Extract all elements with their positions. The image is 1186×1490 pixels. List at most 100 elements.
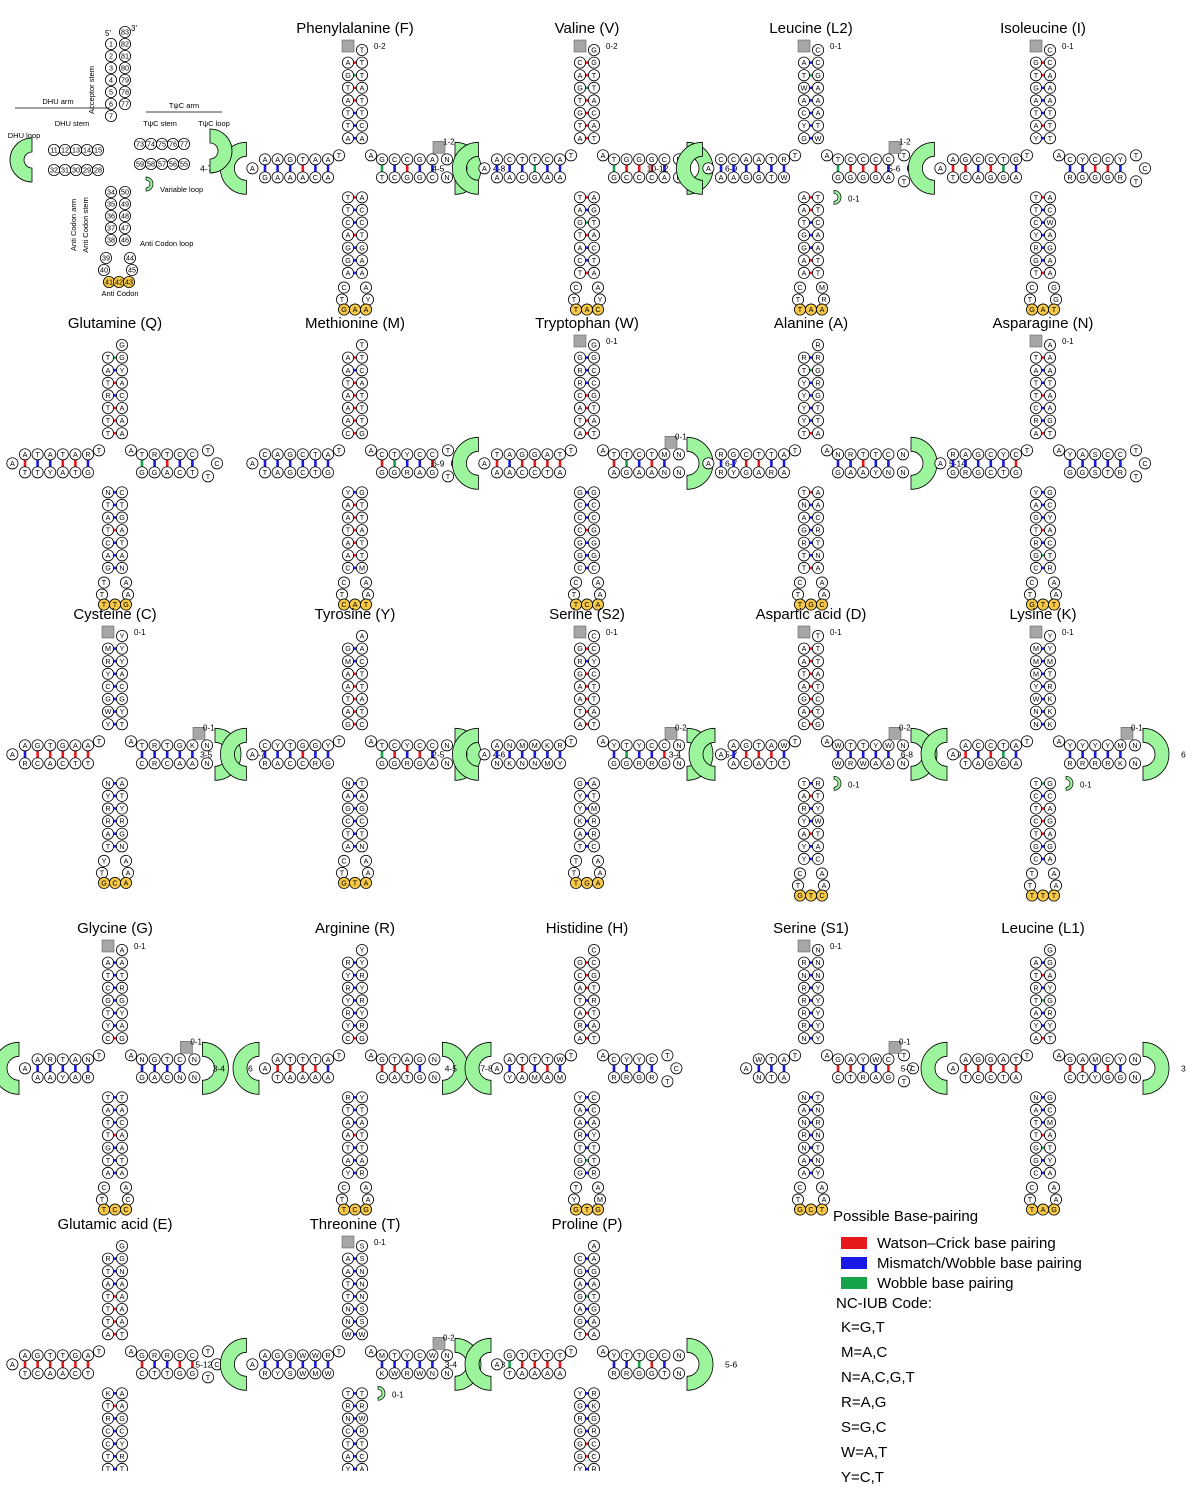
nucleotide-letter: C: [359, 206, 364, 215]
nucleotide-letter: C: [591, 109, 596, 118]
nucleotide-letter: A: [360, 792, 365, 801]
nucleotide-letter: T: [380, 741, 385, 750]
nucleotide-letter: 36: [107, 212, 115, 221]
nucleotide-letter: T: [951, 173, 956, 182]
nucleotide-letter: T: [782, 759, 787, 768]
nucleotide-letter: 3: [109, 64, 113, 73]
nucleotide-letter: 29: [83, 166, 91, 175]
nucleotide-letter: C: [105, 983, 110, 992]
nucleotide-letter: A: [430, 759, 435, 768]
nucleotide-letter: R: [591, 1427, 596, 1436]
nucleotide-letter: T: [558, 450, 563, 459]
nucleotide-letter: Y: [346, 1465, 351, 1471]
nucleotide-letter: R: [105, 1254, 110, 1263]
nucleotide-letter: T: [1048, 109, 1053, 118]
nucleotide-letter: T: [360, 404, 365, 413]
nucleotide-letter: A: [495, 173, 500, 182]
nucleotide-circle: [588, 94, 601, 107]
nucleotide-letter: G: [417, 1073, 423, 1082]
nucleotide-letter: A: [1014, 759, 1019, 768]
nucleotide-circle: [341, 191, 354, 204]
nucleotide-letter: G: [1047, 958, 1053, 967]
trna-title: Threonine (T): [309, 1216, 401, 1233]
nucleotide-letter: G: [577, 83, 583, 92]
nucleotide-letter: T: [190, 468, 195, 477]
nucleotide-letter: T: [902, 1077, 907, 1086]
nucleotide-letter: Y: [592, 657, 597, 666]
nucleotide-letter: C: [105, 1034, 110, 1043]
nucleotide-letter: A: [1048, 341, 1053, 350]
nucleotide-letter: A: [1048, 1131, 1053, 1140]
nucleotide-circle: [620, 171, 633, 184]
nucleotide-letter: 14: [83, 146, 91, 155]
nucleotide-letter: C: [1029, 1183, 1034, 1192]
nucleotide-letter: T: [578, 707, 583, 716]
nucleotide-letter: G: [1033, 1143, 1039, 1152]
nucleotide-letter: C: [60, 759, 65, 768]
nucleotide-letter: A: [1048, 193, 1053, 202]
annotation-label: TψC loop: [198, 119, 230, 128]
nucleotide-letter: C: [1047, 58, 1052, 67]
nucleotide-letter: T: [106, 416, 111, 425]
nucleotide-letter: A: [578, 682, 583, 691]
nucleotide-circle: [284, 171, 297, 184]
nucleotide-circle: [116, 389, 129, 402]
annotation-label: 0-1: [1062, 42, 1074, 51]
annotation-label: 0-1: [134, 942, 146, 951]
nucleotide-letter: A: [578, 1034, 583, 1043]
nucleotide-letter: Y: [120, 366, 125, 375]
nucleotide-letter: G: [101, 879, 107, 888]
nucleotide-letter: A: [822, 590, 827, 599]
nucleotide-letter: A: [366, 869, 371, 878]
nucleotide-circle: [1030, 203, 1043, 216]
nucleotide-circle: [812, 241, 825, 254]
nucleotide-letter: A: [816, 96, 821, 105]
nucleotide-circle: [102, 498, 115, 511]
nucleotide-letter: A: [360, 256, 365, 265]
nucleotide-letter: A: [816, 488, 821, 497]
nucleotide-letter: C: [520, 173, 525, 182]
nucleotide-letter: G: [577, 644, 583, 653]
nucleotide-circle: [341, 254, 354, 267]
nucleotide-letter: G: [105, 564, 111, 573]
nucleotide-letter: T: [798, 305, 803, 314]
nucleotide-letter: Y: [346, 971, 351, 980]
nucleotide-letter: A: [1001, 1055, 1006, 1064]
nucleotide-letter: Y: [366, 295, 371, 304]
nucleotide-letter: C: [637, 173, 642, 182]
nucleotide-letter: A: [364, 857, 369, 866]
nucleotide-letter: A: [369, 1051, 374, 1060]
nucleotide-letter: G: [835, 173, 841, 182]
nucleotide-circle: [798, 241, 811, 254]
nucleotide-letter: C: [591, 1439, 596, 1448]
nucleotide-letter: A: [578, 695, 583, 704]
nucleotide-letter: 79: [121, 76, 129, 85]
nucleotide-letter: A: [120, 429, 125, 438]
nucleotide-letter: C: [577, 564, 582, 573]
nucleotide-letter: C: [392, 741, 397, 750]
nucleotide-letter: Y: [802, 817, 807, 826]
nucleotide-letter: C: [649, 1055, 654, 1064]
nucleotide-letter: C: [101, 1183, 106, 1192]
nucleotide-letter: G: [519, 450, 525, 459]
nucleotide-letter: M: [597, 1195, 603, 1204]
iub-code: S=G,C: [841, 1419, 887, 1436]
nucleotide-letter: G: [345, 644, 351, 653]
nucleotide-letter: M: [519, 741, 525, 750]
annotation-label: 2-5: [432, 749, 445, 759]
nucleotide-letter: N: [676, 468, 681, 477]
nucleotide-circle: [947, 153, 960, 166]
nucleotide-letter: A: [1048, 231, 1053, 240]
nucleotide-letter: A: [1034, 366, 1039, 375]
nucleotide-letter: C: [262, 450, 267, 459]
nucleotide-letter: A: [601, 1347, 606, 1356]
nucleotide-letter: A: [578, 429, 583, 438]
anticodon-stem-label: Anti Codon stem: [81, 197, 90, 252]
nucleotide-letter: A: [120, 1106, 125, 1115]
nucleotide-letter: T: [120, 1093, 125, 1102]
nucleotide-circle: [388, 153, 401, 166]
nucleotide-letter: T: [340, 295, 345, 304]
nucleotide-letter: A: [360, 632, 365, 641]
